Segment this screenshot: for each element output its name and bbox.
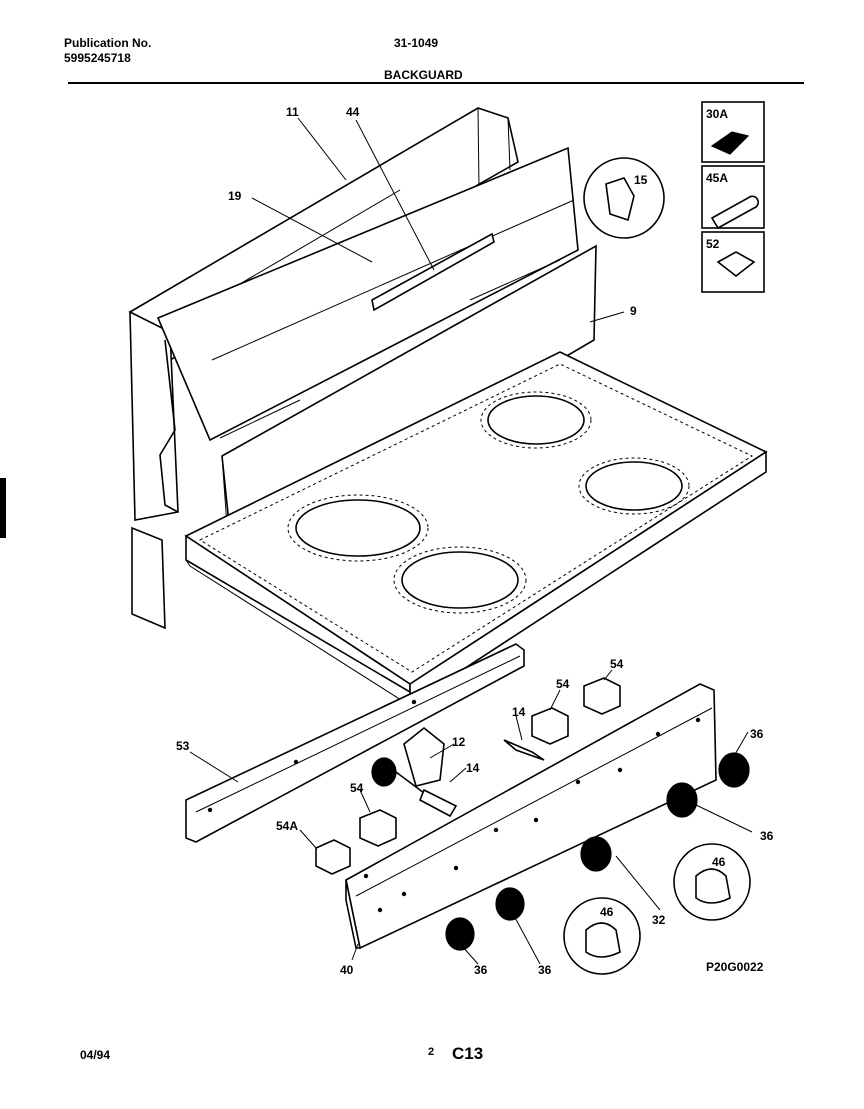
callout-52: 52 (706, 237, 720, 251)
lower-trim-strip (185, 643, 525, 843)
callout-54-right: 54 (610, 657, 624, 671)
hardware-detail-boxes (701, 101, 765, 293)
callout-14-upper: 14 (512, 705, 526, 719)
callout-32: 32 (652, 913, 666, 927)
footer-date: 04/94 (80, 1048, 111, 1062)
callout-44: 44 (346, 105, 360, 119)
publication-label: Publication No. (64, 36, 152, 50)
callout-36-lower-middle: 36 (538, 963, 552, 977)
callout-54a: 54A (276, 819, 298, 833)
footer-page-number: 2 (428, 1046, 435, 1058)
publication-number: 5995245718 (64, 51, 131, 65)
header-rule (68, 82, 804, 84)
switch-blocks (315, 677, 621, 875)
control-panel (345, 683, 717, 950)
document-code: 31-1049 (394, 36, 439, 50)
bracket-detail-inset (583, 157, 665, 239)
callout-45a: 45A (706, 171, 728, 185)
callout-labels: 11 44 19 15 9 30A 45A 52 53 12 14 14 54 … (176, 105, 774, 977)
cooktop (184, 351, 768, 713)
leader-lines (189, 117, 753, 965)
scan-edge-mark (0, 478, 6, 538)
callout-40: 40 (340, 963, 354, 977)
callout-11: 11 (286, 105, 299, 119)
section-title: BACKGUARD (384, 68, 463, 82)
callout-54-middle: 54 (556, 677, 570, 691)
knob-detail-insets (563, 843, 751, 975)
callout-53: 53 (176, 739, 190, 753)
callout-15: 15 (634, 173, 648, 187)
callout-46-right: 46 (712, 855, 726, 869)
callout-36-lower-left: 36 (474, 963, 488, 977)
callout-14-lower: 14 (466, 761, 480, 775)
callout-30a: 30A (706, 107, 728, 121)
control-knobs (445, 752, 750, 951)
callout-19: 19 (228, 189, 242, 203)
callout-36-middle: 36 (760, 829, 774, 843)
callout-54-left: 54 (350, 781, 364, 795)
callout-12: 12 (452, 735, 466, 749)
backguard-glass-panel (156, 146, 579, 442)
infinite-switch (371, 726, 445, 809)
drawing-code: P20G0022 (706, 960, 764, 974)
callout-46-left: 46 (600, 905, 614, 919)
terminal-blocks (418, 739, 545, 818)
callout-9: 9 (630, 304, 637, 318)
callout-36-right: 36 (750, 727, 764, 741)
footer-section-code: C13 (452, 1044, 484, 1063)
